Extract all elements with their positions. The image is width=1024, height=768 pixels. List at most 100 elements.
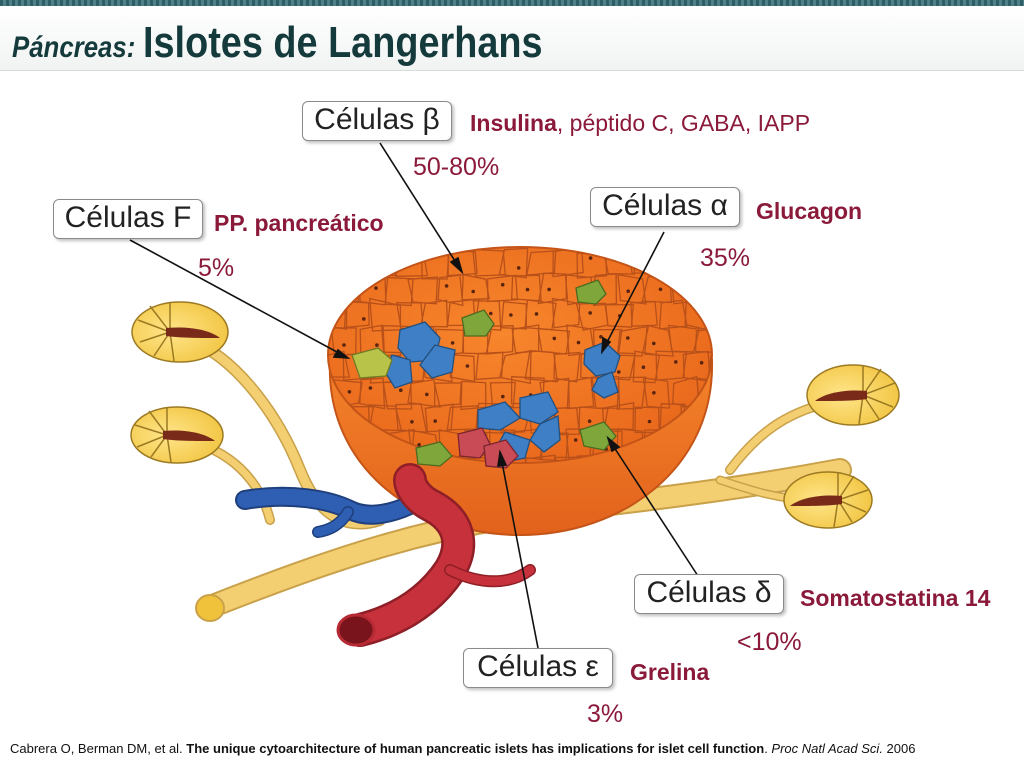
islet-cell-outline: [328, 455, 351, 463]
islet-cell-outline: [359, 377, 386, 410]
cell-nucleus: [652, 341, 656, 346]
cell-nucleus: [362, 317, 366, 321]
cell-nucleus: [696, 470, 700, 474]
islet-cell-outline: [498, 247, 529, 279]
beta-cells-percent: 50-80%: [413, 153, 500, 181]
cell-nucleus: [525, 287, 530, 292]
islet-cell-outline: [448, 457, 475, 463]
epsilon-cells-hormone: Grelina: [630, 659, 710, 685]
islet-cell-outline: [461, 273, 490, 301]
alpha-cell-clusters: [384, 321, 621, 463]
title-main: Islotes de Langerhans: [143, 18, 543, 67]
cell-nucleus: [576, 340, 581, 345]
title-prefix: Páncreas:: [12, 31, 136, 64]
islet-cell-outline: [630, 300, 658, 327]
blood-vessels: [235, 463, 536, 647]
cell-nucleus: [733, 392, 737, 396]
f-cells-percent: 5%: [198, 254, 235, 282]
f-cell: [351, 347, 393, 379]
beta-hormones-rest: , péptido C, GABA, IAPP: [556, 110, 811, 136]
cell-nucleus: [516, 266, 521, 270]
islet-cell-outline: [707, 297, 712, 330]
islet-cell-outline: [721, 276, 750, 302]
citation: Cabrera O, Berman DM, et al. The unique …: [10, 741, 915, 756]
islet-cell-outline: [667, 324, 701, 353]
slide-title: Páncreas: Islotes de Langerhans: [12, 18, 543, 68]
islet-cell-outline: [342, 249, 371, 278]
delta-cells-label: Células δ: [634, 574, 784, 614]
islet-cell-outline: [654, 247, 684, 279]
islet-cell-outline: [489, 381, 517, 408]
islet-cell-outline: [617, 273, 647, 305]
islet-cell-outline: [616, 325, 650, 357]
cell-nucleus: [368, 386, 373, 390]
f-cells-hormone: PP. pancreático: [214, 210, 384, 236]
islet-cell-outline: [526, 250, 557, 276]
islet-cell-outline: [682, 454, 712, 463]
cell-nucleus: [652, 391, 656, 395]
islet-cell-outline: [511, 274, 542, 302]
cell-nucleus: [501, 394, 505, 399]
cell-nucleus: [500, 282, 505, 287]
citation-separator: .: [764, 741, 772, 756]
delta-cells-percent: <10%: [737, 628, 802, 656]
islet-cell-outline: [551, 297, 581, 329]
delta-cells-hormone: Somatostatina 14: [800, 585, 991, 611]
cell-nucleus: [342, 343, 346, 347]
cell-nucleus: [444, 284, 449, 288]
citation-article: The unique cytoarchitecture of human pan…: [186, 741, 765, 756]
epsilon-cells-percent: 3%: [587, 700, 624, 728]
cell-nucleus: [399, 388, 403, 393]
islet-cell-outline: [433, 382, 462, 407]
cell-nucleus: [509, 313, 513, 317]
islet-cell-outline: [447, 250, 478, 277]
islet-cell-outline: [420, 299, 449, 328]
cell-nucleus: [410, 420, 414, 424]
cell-nucleus: [374, 286, 378, 290]
islet-cell-outline: [616, 376, 647, 410]
islet-cell-outline: [486, 325, 514, 355]
islet-cell-outline: [709, 403, 712, 433]
islet-cell-outline: [328, 247, 347, 280]
islet-cell-outline: [384, 276, 414, 307]
top-border-stripe: [0, 0, 1024, 6]
cell-nucleus: [674, 360, 678, 364]
f-cells-label: Células F: [53, 199, 203, 239]
cell-nucleus: [599, 335, 603, 339]
islet-cell-outline: [721, 378, 748, 410]
nerve-ending-fans: [130, 301, 900, 529]
alpha-cells-percent: 35%: [700, 244, 751, 272]
islet-cell-outline: [500, 301, 527, 330]
alpha-cells-hormone: Glucagon: [756, 198, 863, 224]
islet-cell-outline: [693, 430, 712, 460]
cell-nucleus: [699, 360, 704, 365]
islet-cell-outline: [395, 403, 428, 433]
cell-nucleus: [330, 259, 334, 263]
cell-nucleus: [547, 287, 551, 292]
leader-lines: [129, 142, 699, 649]
cell-nucleus: [617, 370, 621, 374]
islet-cell-outline: [644, 324, 674, 357]
islet-cell-outline: [498, 349, 532, 385]
title-bar: Páncreas: Islotes de Langerhans: [0, 6, 1024, 71]
alpha-cells-label: Células α: [590, 187, 740, 227]
islet-cell-outline: [604, 303, 635, 328]
cell-nucleus: [465, 364, 470, 368]
islet-cell-outline: [655, 350, 688, 381]
insulin-text: Insulina: [470, 110, 557, 136]
citation-year: 2006: [882, 741, 916, 756]
citation-authors: Cabrera O, Berman DM, et al.: [10, 741, 187, 756]
artery-lumen: [336, 613, 376, 647]
cell-nucleus: [489, 311, 493, 316]
islet-cell-outline: [632, 350, 661, 384]
islet-cell-outline: [407, 378, 441, 408]
cell-nucleus: [425, 392, 429, 397]
beta-cells-hormones: Insulina, péptido C, GABA, IAPP: [470, 110, 810, 137]
cell-nucleus: [681, 291, 686, 295]
islet-cell-outline: [553, 351, 581, 383]
epsilon-cells-label: Células ε: [463, 648, 613, 688]
islet-cell-outline: [642, 377, 671, 409]
cell-nucleus: [626, 289, 630, 294]
cell-nucleus: [588, 256, 593, 260]
